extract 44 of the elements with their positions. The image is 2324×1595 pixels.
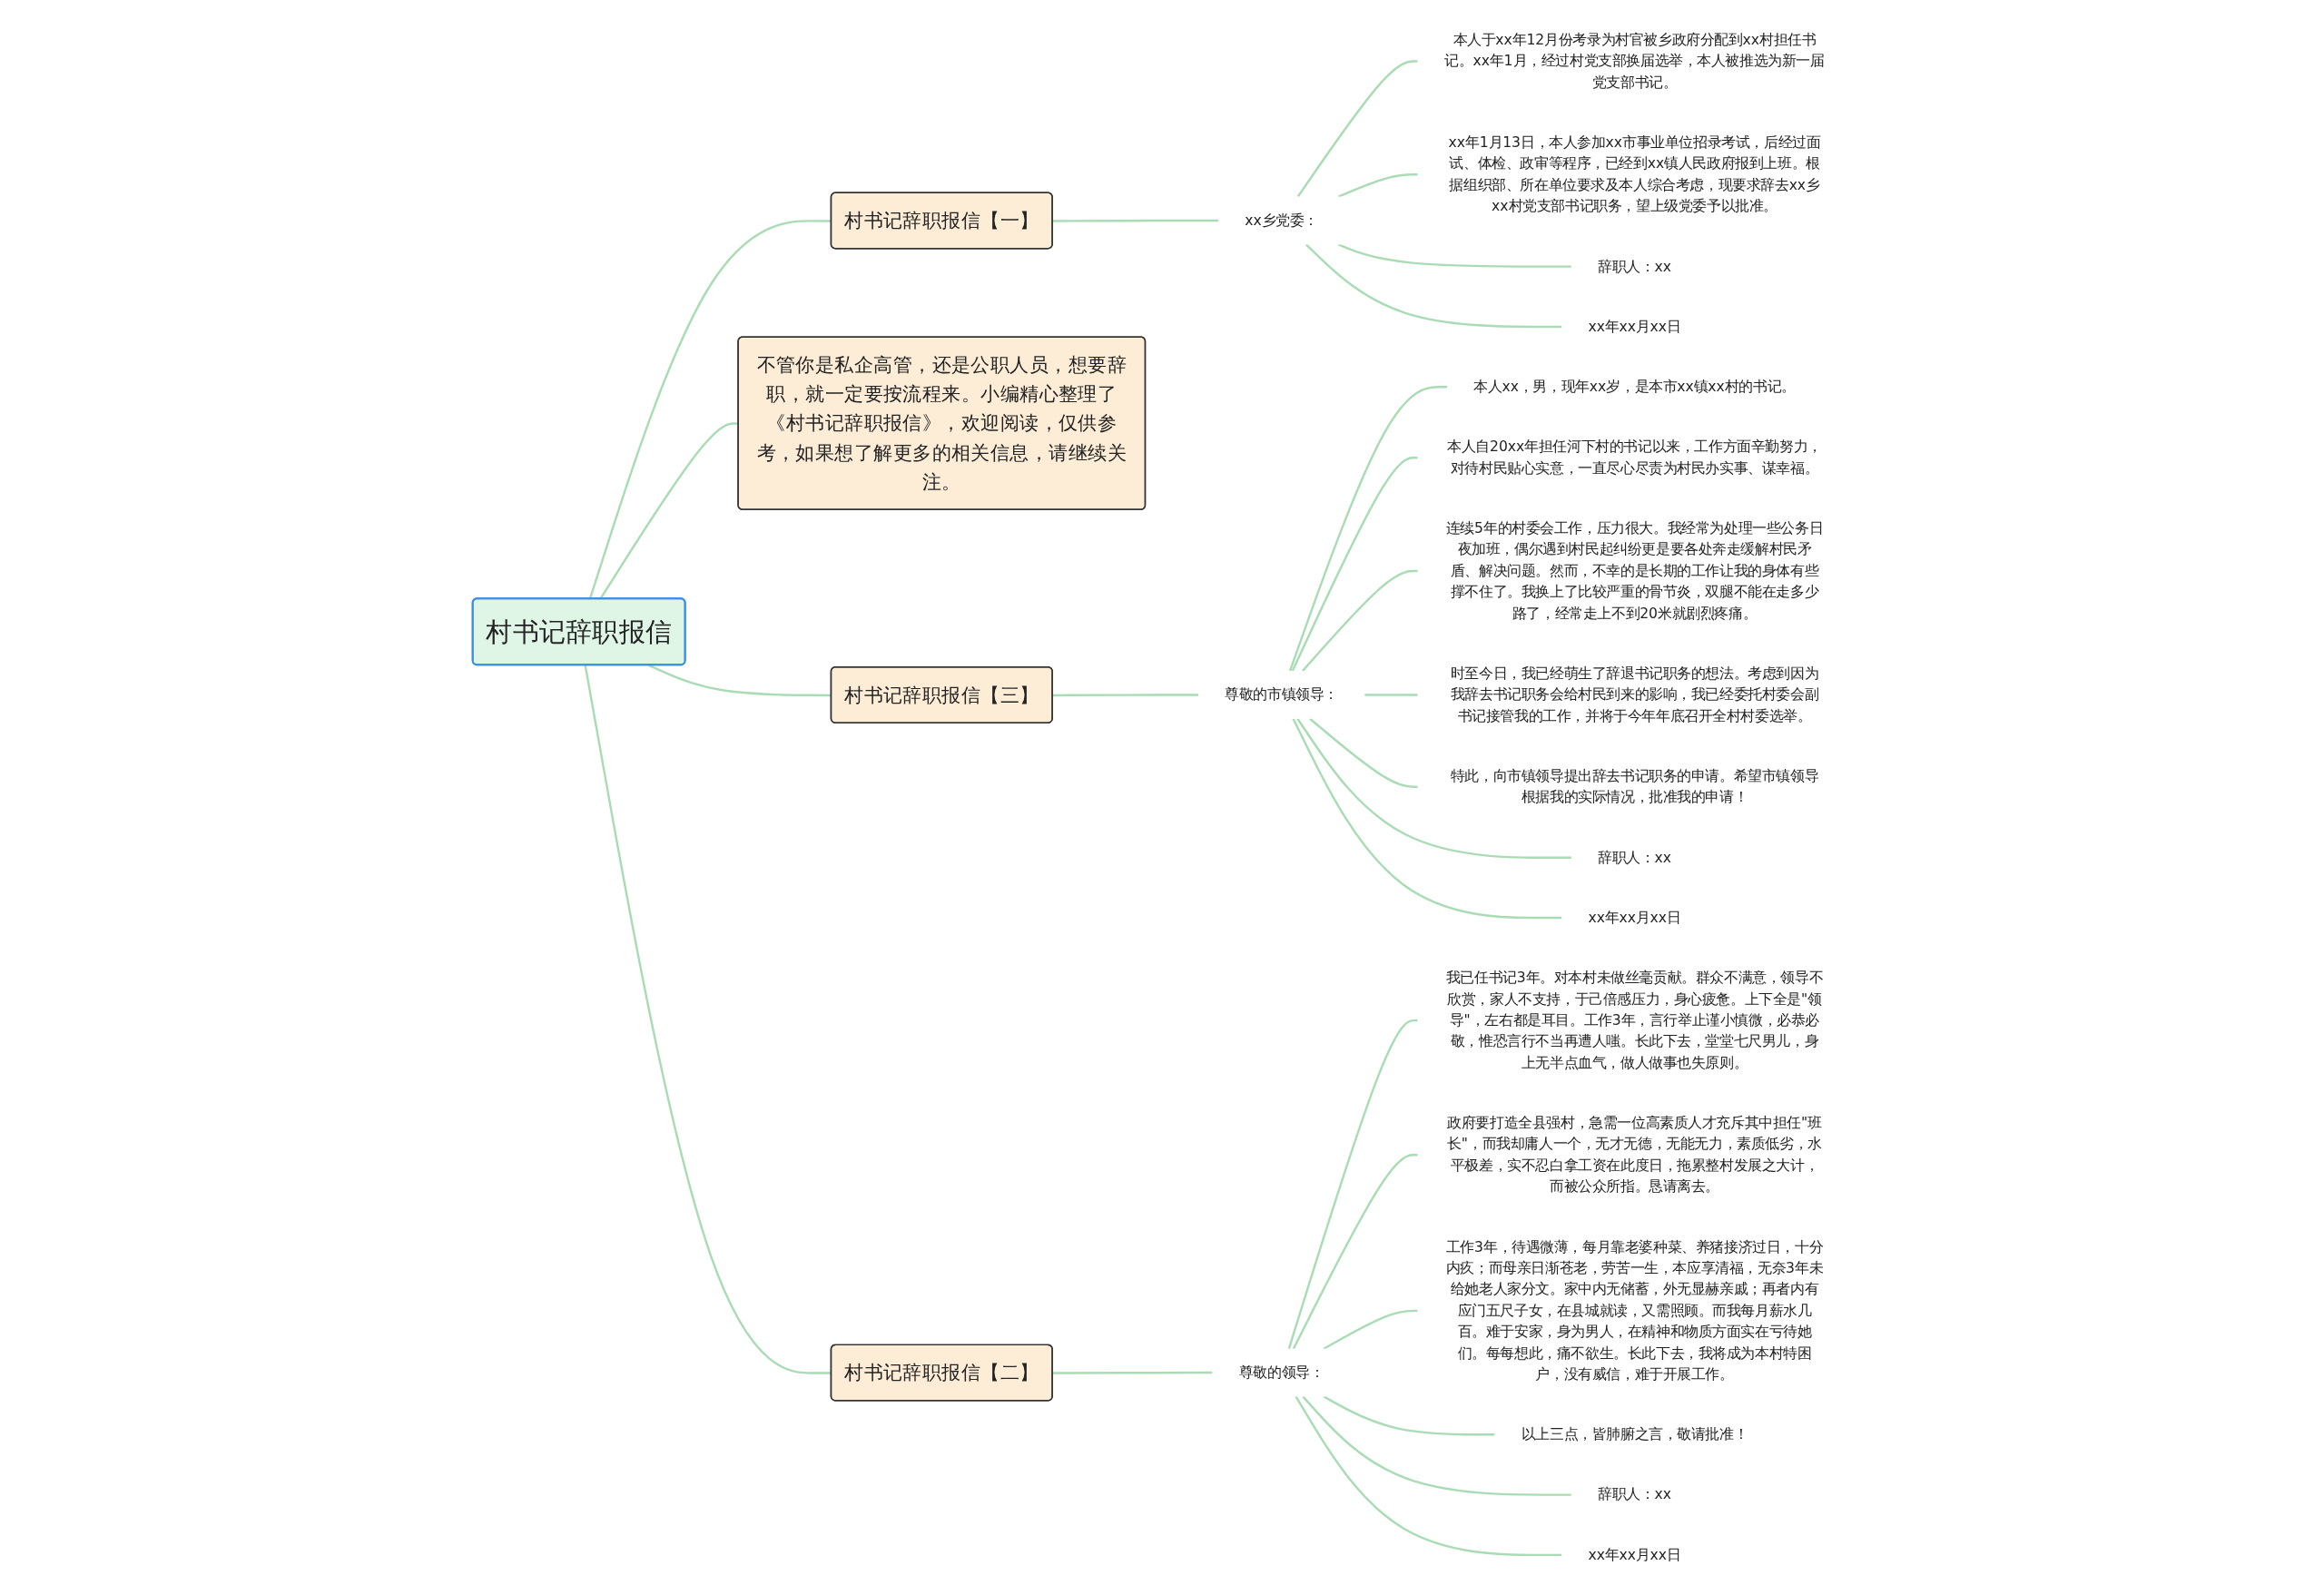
node-text: xx年1月13日，本人参加xx市事业单位招录考试，后经过面试、体检、政审等程序，已经到xx镇人民政府报到上班。根据组织部、所在单位要求及本人综合考虑，现要求辞去xx乡xx村党支部书记职务，望上级党委予以批准。 xyxy=(1448,133,1821,215)
node-text: 辞职人：xx xyxy=(1598,257,1671,275)
node-text: xx年xx月xx日 xyxy=(1588,909,1681,926)
connector xyxy=(599,422,739,600)
connector xyxy=(1323,1309,1418,1350)
node-text: 特此，向市镇领导提出辞去书记职务的申请。希望市镇领导根据我的实际情况，批准我的申请！ xyxy=(1450,767,1819,806)
connector xyxy=(1288,386,1447,672)
connector xyxy=(1302,1395,1571,1496)
connector xyxy=(1305,243,1562,329)
node-text: 尊敬的领导： xyxy=(1238,1364,1324,1381)
connector xyxy=(1364,694,1418,696)
node-text: 以上三点，皆肺腑之言，敬请批准！ xyxy=(1521,1425,1748,1443)
node-text: 工作3年，待遇微薄，每月靠老婆种菜、养猪接济过日，十分内疚；而母亲日渐苍老，劳苦一生，本应享清福，无奈3年未给她老人家分文。家中内无储蓄，外无显赫亲戚；再者内有应门五尺子女，在县城就读，又需照顾。而我每月薪水几百。难于安家，身为男人，在精神和物质方面实在亏待她们。每每想此，痛不欲生。长此下去，我将成为本村特困户，没有威信，难于开展工作。 xyxy=(1445,1237,1824,1383)
node-text: 本人于xx年12月份考录为村官被乡政府分配到xx村担任书记。xx年1月，经过村党支部换届选举，本人被推选为新一届党支部书记。 xyxy=(1444,31,1825,91)
node-text: 我已任书记3年。对本村未做丝毫贡献。群众不满意，领导不欣赏，家人不支持，于己倍感压力，身心疲惫。上下全是"领导"，左右都是耳目。工作3年，言行举止谨小慎微，必恭必敬，惟恐言行不当再遭人嗤。长此下去，堂堂七尺男儿，身上无半点血气，做人做事也失原则。 xyxy=(1445,969,1824,1071)
node-text: xx年xx月xx日 xyxy=(1588,1546,1681,1563)
connector xyxy=(1295,1395,1562,1557)
node-text: 辞职人：xx xyxy=(1598,849,1671,866)
connector xyxy=(1296,60,1418,198)
connector xyxy=(1052,219,1218,222)
connector xyxy=(1292,1154,1418,1350)
connector xyxy=(588,220,832,600)
connector xyxy=(1337,243,1571,268)
connector xyxy=(1302,569,1418,672)
node-text: 时至今日，我已经萌生了辞退书记职务的想法。考虑到因为我辞去书记职务会给村民到来的影响，我已经委托村委会副书记接管我的工作，并将于今年年底召开全村村委选举。 xyxy=(1450,665,1819,724)
connector xyxy=(584,665,832,1374)
connector xyxy=(1337,173,1418,198)
node-text: xx年xx月xx日 xyxy=(1588,318,1681,335)
connector xyxy=(1323,1395,1495,1436)
node-text: xx乡党委： xyxy=(1245,212,1319,229)
node-text: 尊敬的市镇领导： xyxy=(1225,685,1338,704)
node-text: 政府要打造全县强村，急需一位高素质人才充斥其中担任"班长"，而我却庸人一个，无才无德，无能无力，素质低劣，水平极差，实不忍白拿工资在此度日，拖累整村发展之大计，而被公众所指。恳请离去。 xyxy=(1447,1114,1822,1196)
connector xyxy=(1291,456,1418,672)
connector xyxy=(1287,1019,1418,1350)
connector xyxy=(1309,717,1418,788)
connector xyxy=(648,664,832,697)
node-text: 辞职人：xx xyxy=(1598,1485,1671,1503)
connector xyxy=(1052,694,1198,697)
connector xyxy=(1052,1371,1213,1374)
connector xyxy=(1292,718,1562,920)
node-text: 连续5年的村委会工作，压力很大。我经常为处理一些公务日夜加班，偶尔遇到村民起纠纷更是要各处奔走缓解村民矛盾、解决问题。然而，不幸的是长期的工作让我的身体有些撑不住了。我换上了比较严重的骨节炎，双腿不能在走多少路了，经常走上不到20米就剧烈疼痛。 xyxy=(1445,519,1824,622)
node-text: 本人xx，男，现年xx岁，是本市xx镇xx村的书记。 xyxy=(1473,378,1796,395)
node-text: 本人自20xx年担任河下村的书记以来，工作方面辛勤努力，对待村民贴心实意，一直尽心尽责为村民办实事、谋幸福。 xyxy=(1447,438,1822,477)
connector xyxy=(1296,718,1571,859)
